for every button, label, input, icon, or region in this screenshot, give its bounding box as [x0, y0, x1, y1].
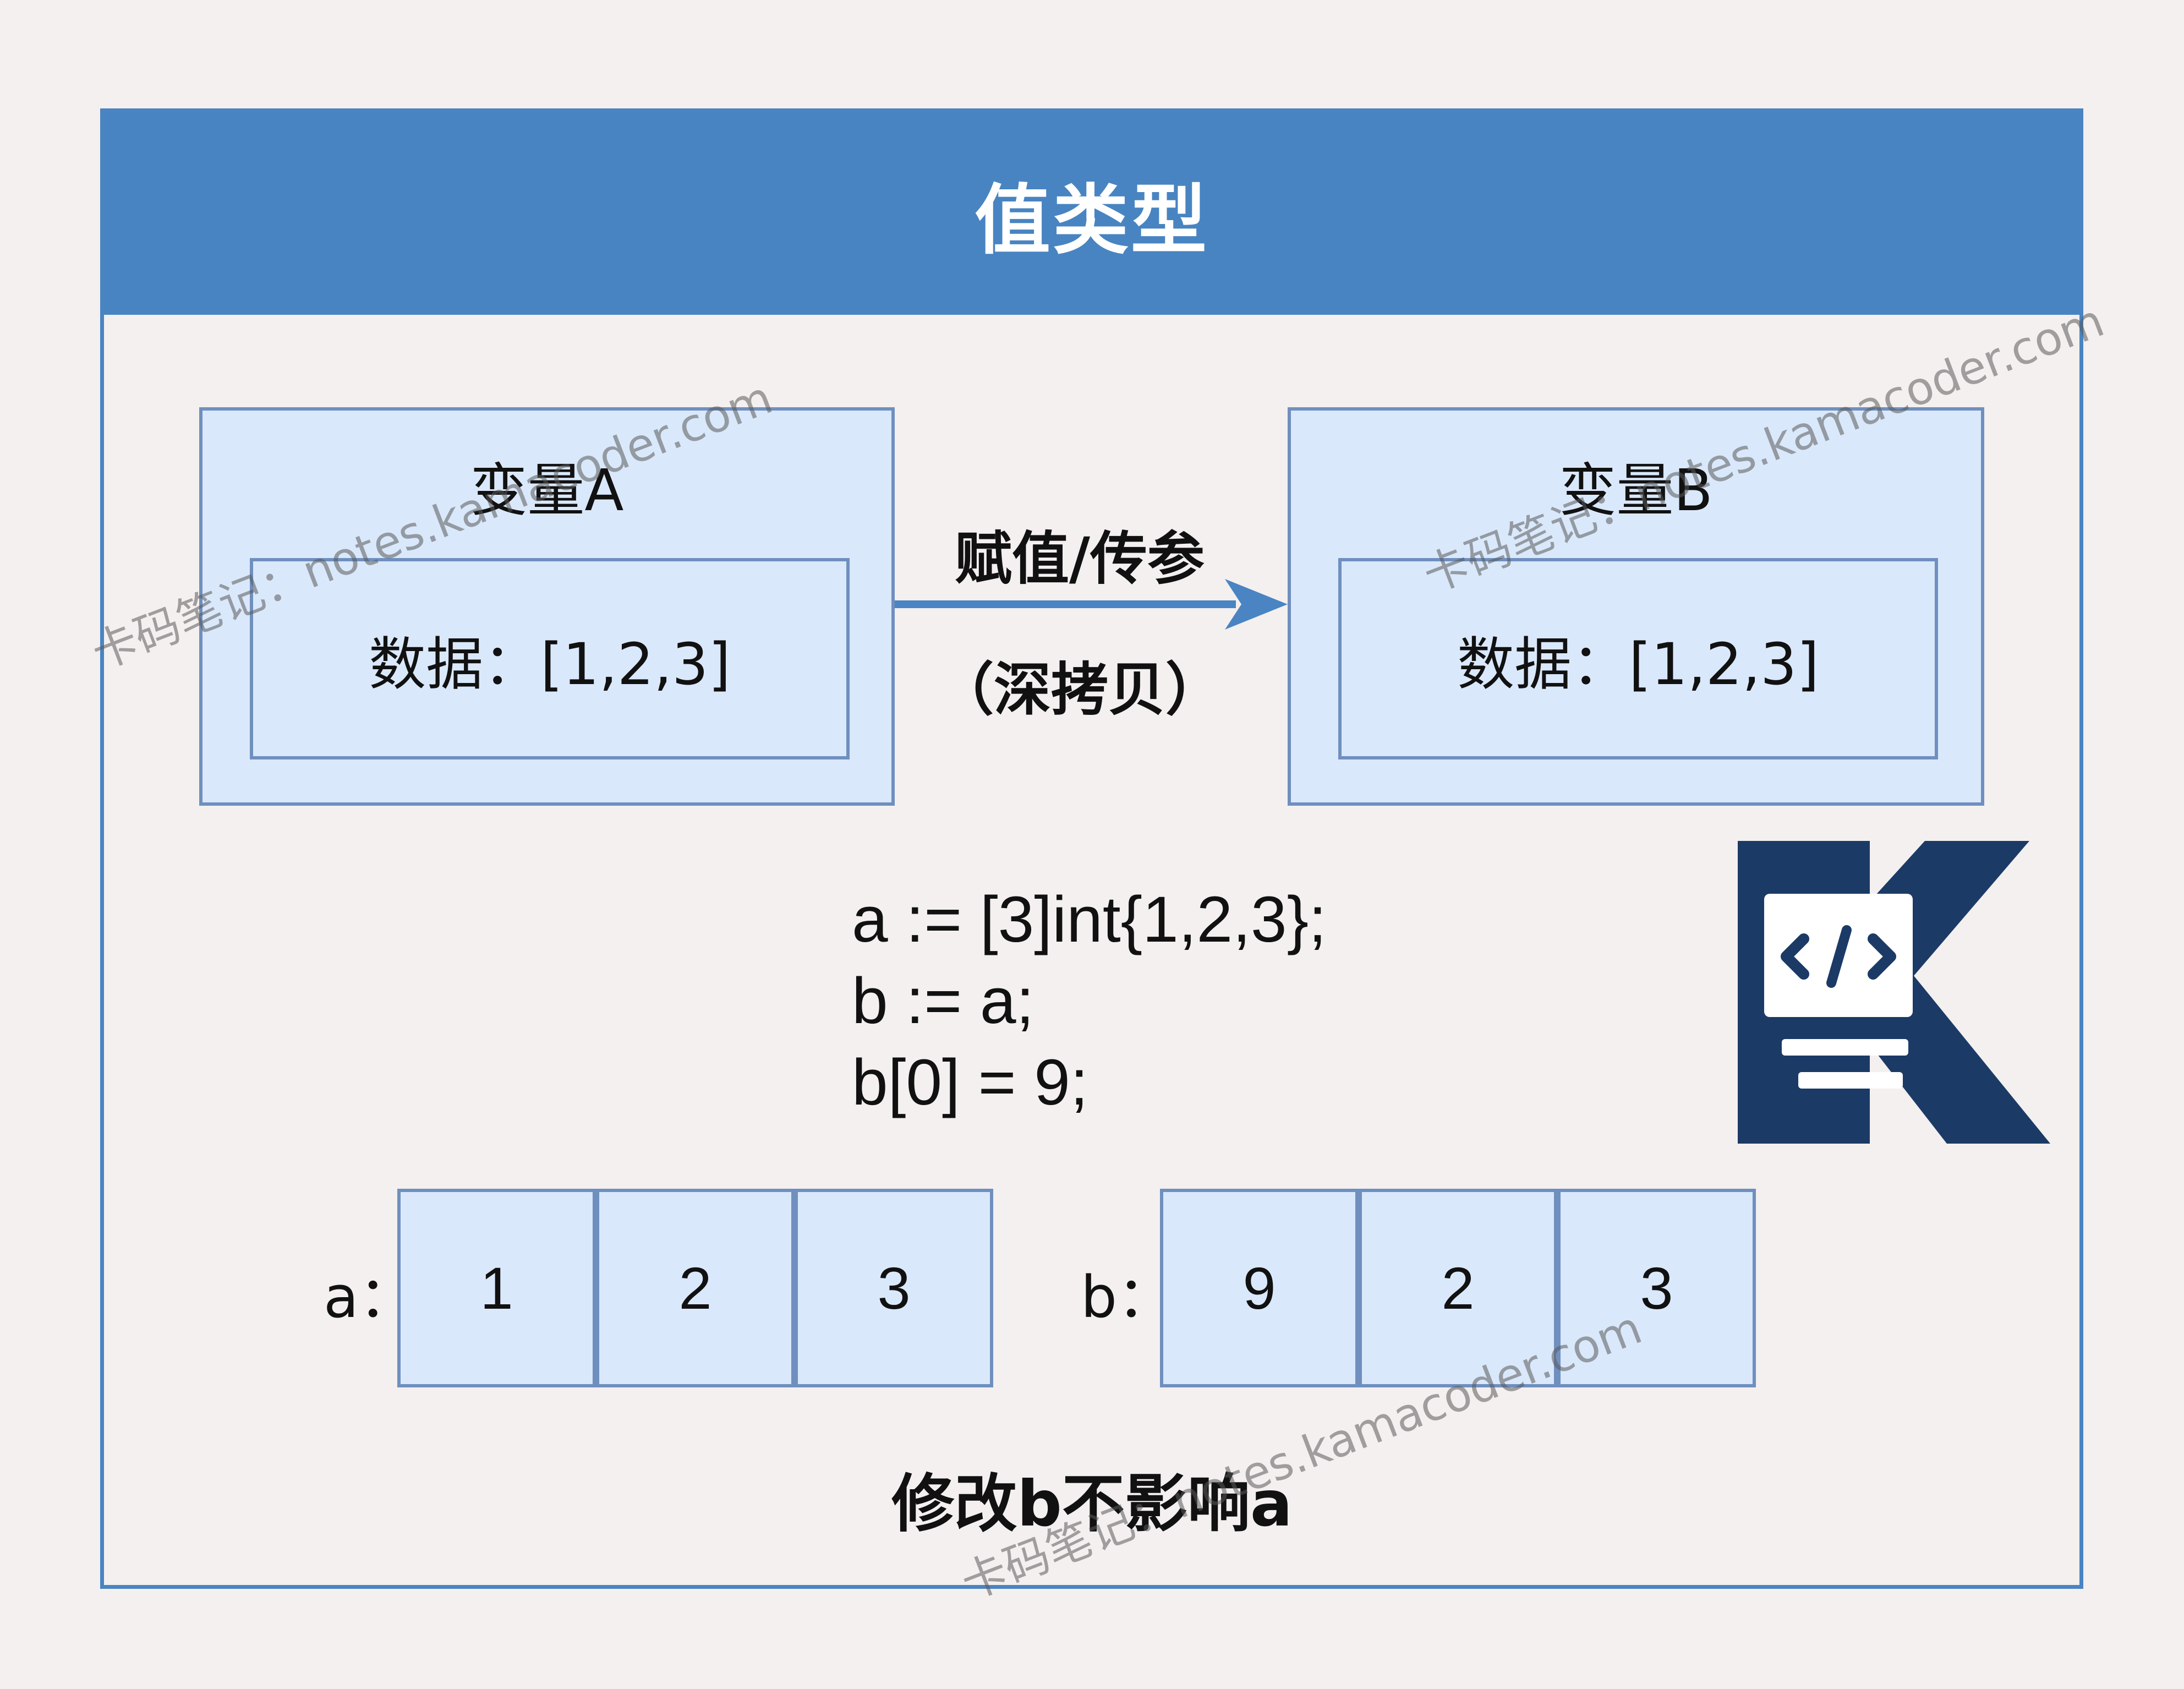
- array-a-cell: 1: [397, 1189, 596, 1387]
- variable-b-title: 变量B: [1559, 457, 1713, 524]
- variable-b-box: 变量B 数据：[1,2,3]: [1288, 407, 1984, 806]
- value-type-panel: 值类型: [100, 108, 2083, 1589]
- array-b-cell: 2: [1359, 1189, 1557, 1387]
- cell-value: 2: [1441, 1255, 1475, 1321]
- cell-value: 9: [1242, 1255, 1276, 1321]
- array-a-cell: 2: [596, 1189, 795, 1387]
- caption: 修改b不影响a: [891, 1467, 1293, 1540]
- array-a-cell: 3: [795, 1189, 993, 1387]
- variable-a-box: 变量A 数据：[1,2,3]: [199, 407, 895, 806]
- array-b-cell: 9: [1160, 1189, 1359, 1387]
- cell-value: 3: [877, 1255, 911, 1321]
- variable-a-data: 数据：[1,2,3]: [369, 630, 731, 698]
- array-b-label: b：: [1081, 1264, 1175, 1331]
- variable-a-title: 变量A: [470, 457, 624, 524]
- cell-value: 3: [1640, 1255, 1673, 1321]
- copy-arrow-head: [1225, 579, 1288, 630]
- page-title: 值类型: [974, 176, 1209, 265]
- variable-b-data: 数据：[1,2,3]: [1457, 630, 1819, 698]
- code-line: b[0] = 9;: [852, 1046, 1088, 1119]
- variable-b-data-box: 数据：[1,2,3]: [1338, 558, 1938, 759]
- arrow-label-assign: 赋值/传参: [955, 525, 1205, 592]
- arrow-label-deep-copy: （深拷贝）: [936, 656, 1223, 723]
- code-line: b := a;: [852, 965, 1034, 1037]
- cell-value: 2: [678, 1255, 712, 1321]
- cell-value: 1: [480, 1255, 513, 1321]
- code-snippet: a := [3]int{1,2,3}; b := a; b[0] = 9;: [852, 879, 1327, 1123]
- copy-arrow: [895, 579, 1288, 630]
- variable-a-data-box: 数据：[1,2,3]: [250, 558, 850, 759]
- code-line: a := [3]int{1,2,3};: [852, 883, 1327, 956]
- kamacoder-logo-icon: [1738, 841, 2050, 1144]
- panel-header: 值类型: [104, 112, 2079, 315]
- array-b-cell: 3: [1557, 1189, 1756, 1387]
